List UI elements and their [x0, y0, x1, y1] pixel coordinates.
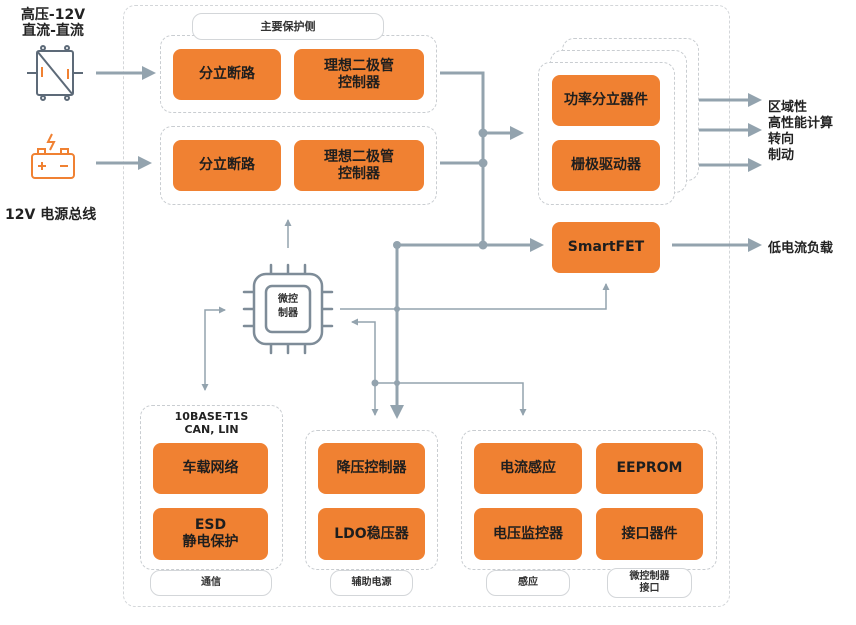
- discrete-breaker-2[interactable]: 分立断路: [173, 140, 281, 191]
- aux-power-group: [305, 430, 438, 570]
- output-hpc: 高性能计算: [768, 116, 834, 131]
- system-boundary: [123, 5, 730, 607]
- gate-driver-box[interactable]: 栅极驱动器: [552, 140, 660, 191]
- interface-device-box[interactable]: 接口器件: [596, 508, 703, 560]
- output-low-current: 低电流负载: [768, 241, 834, 256]
- power-discrete-box[interactable]: 功率分立器件: [552, 75, 660, 126]
- aux-power-footer: 辅助电源: [330, 570, 413, 596]
- voltage-monitor-box[interactable]: 电压监控器: [474, 508, 582, 560]
- to-sensing-line: [375, 382, 527, 416]
- 12v-bus-label: 12V 电源总线: [5, 207, 97, 223]
- output-steering: 转向: [768, 132, 795, 147]
- microcontroller-chip-icon: [242, 263, 334, 355]
- row1-out-line: [440, 71, 485, 245]
- discrete-breaker-1[interactable]: 分立断路: [173, 49, 281, 100]
- output-braking: 制动: [768, 148, 795, 163]
- hv-dcdc-label: 高压-12V 直流-直流: [20, 7, 86, 39]
- mcu-interface-footer: 微控制器 接口: [607, 568, 692, 598]
- vehicle-network-box[interactable]: 车载网络: [153, 443, 268, 494]
- buck-controller-box[interactable]: 降压控制器: [318, 443, 425, 494]
- ideal-diode-controller-2[interactable]: 理想二极管 控制器: [294, 140, 424, 191]
- dcdc-converter-icon: [27, 45, 83, 101]
- ldo-regulator-box[interactable]: LDO稳压器: [318, 508, 425, 560]
- output-zone: 区域性: [768, 100, 808, 115]
- current-sense-box[interactable]: 电流感应: [474, 443, 582, 494]
- aux-to-mcu-line: [351, 318, 379, 416]
- ideal-diode-controller-1[interactable]: 理想二极管 控制器: [294, 49, 424, 100]
- battery-icon: [31, 133, 75, 179]
- main-protection-title: 主要保护侧: [192, 13, 384, 40]
- smartfet-box[interactable]: SmartFET: [552, 222, 660, 273]
- sensing-group: [461, 430, 717, 570]
- esd-protection-box[interactable]: ESD 静电保护: [153, 508, 268, 560]
- comms-protocols: 10BASE-T1S CAN, LIN: [174, 410, 249, 436]
- mcu-to-smartfet-line: [340, 283, 610, 310]
- sensing-footer: 感应: [486, 570, 570, 596]
- comms-group: [140, 405, 283, 570]
- comms-footer: 通信: [150, 570, 272, 596]
- mcu-comms-line: [201, 306, 226, 391]
- protection-group-2: [160, 126, 437, 205]
- mcu-label: 微控 制器: [278, 294, 298, 319]
- eeprom-box[interactable]: EEPROM: [596, 443, 703, 494]
